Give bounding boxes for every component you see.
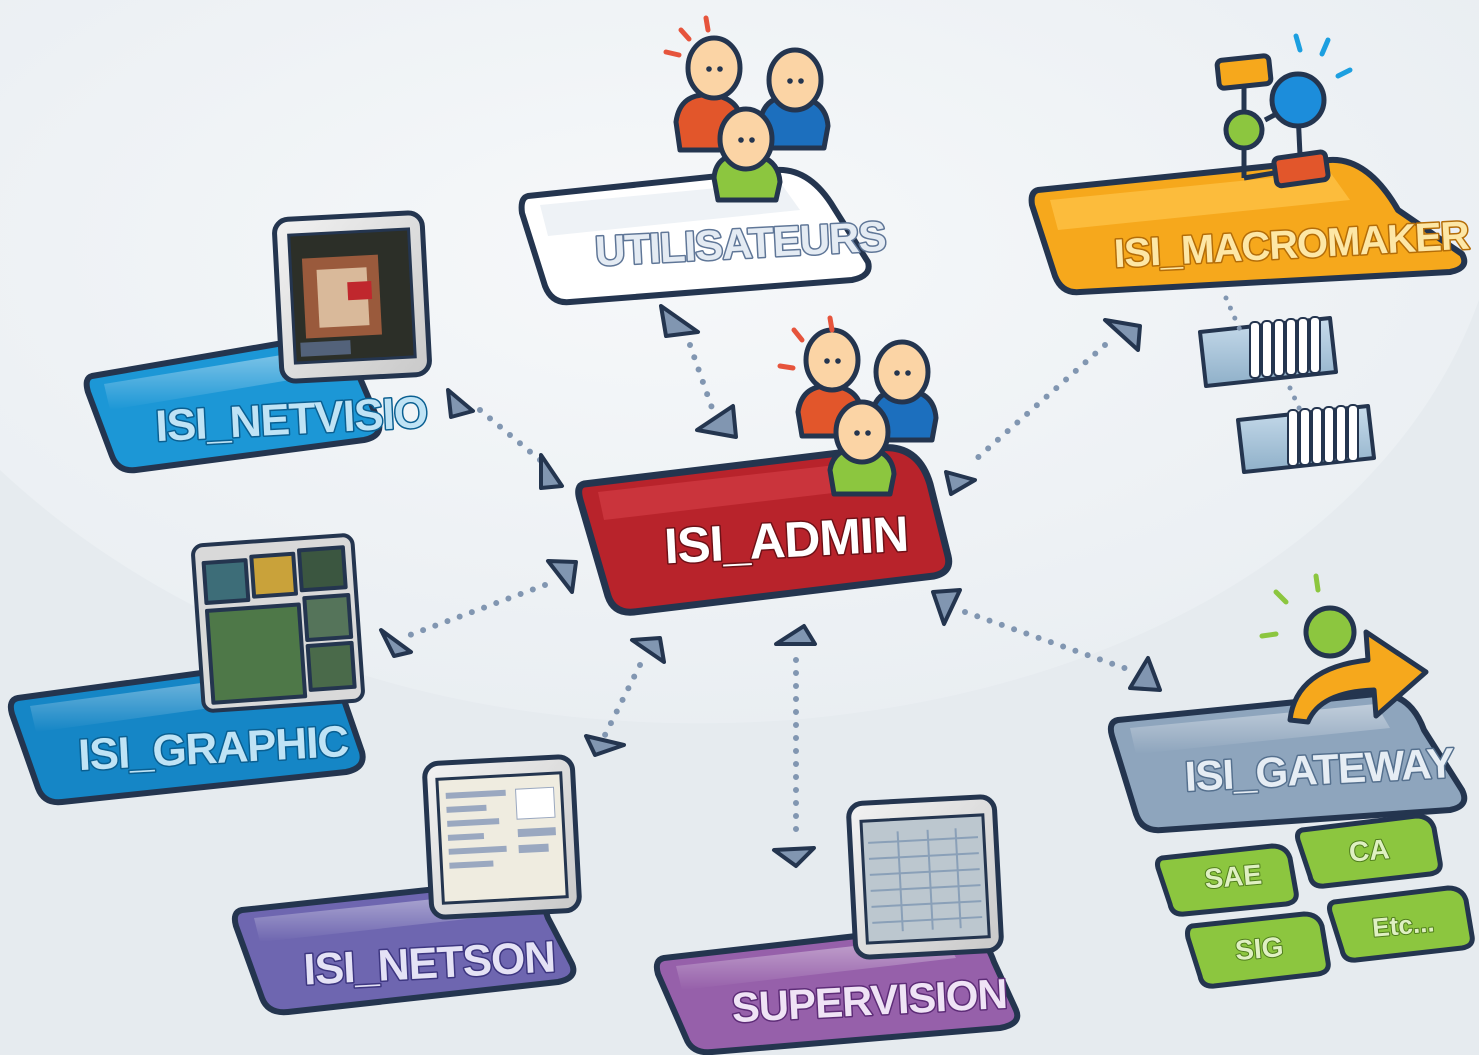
- arrowhead: [379, 628, 413, 658]
- protocol-tile-etc: Etc...: [1327, 885, 1475, 963]
- rack-connectors: [1223, 295, 1303, 413]
- arrowhead: [659, 304, 700, 338]
- node-supervision[interactable]: SUPERVISION: [653, 794, 1021, 1055]
- arrowhead: [1103, 318, 1142, 352]
- spark-marks: [777, 315, 835, 371]
- arrowhead: [931, 588, 962, 626]
- connectors: [407, 342, 1133, 843]
- node-macromaker[interactable]: ISI_MACROMAKER: [1028, 33, 1472, 474]
- arrowhead: [772, 846, 816, 868]
- node-graphic[interactable]: ISI_GRAPHIC: [7, 533, 366, 806]
- form-screen-icon: [422, 754, 582, 920]
- image-grid-icon: [191, 533, 365, 713]
- node-gateway[interactable]: ISI_GATEWAY SAE CA SIG Etc...: [1107, 573, 1475, 989]
- arrowhead: [944, 470, 977, 496]
- protocol-sig-label: SIG: [1234, 931, 1285, 966]
- users-group-icon: [795, 327, 939, 497]
- arrowhead: [1128, 656, 1162, 692]
- flowchart-icon: [1214, 53, 1331, 189]
- users-group-icon: [673, 35, 831, 203]
- protocol-ca-label: CA: [1348, 833, 1391, 867]
- connector-macromaker: [972, 342, 1108, 463]
- protocol-sae-label: SAE: [1203, 859, 1263, 895]
- users-eyes: [706, 66, 804, 143]
- forward-arrow-icon: [1287, 605, 1429, 725]
- spark-marks: [1293, 33, 1353, 79]
- node-netson[interactable]: ISI_NETSON: [231, 754, 582, 1016]
- node-admin[interactable]: ISI_ADMIN: [575, 315, 953, 616]
- arrowhead: [695, 404, 738, 439]
- protocol-etc-label: Etc...: [1371, 907, 1436, 942]
- node-utilisateurs[interactable]: UTILISATEURS: [518, 15, 888, 306]
- connector-netvisio: [477, 407, 543, 463]
- arrowhead: [446, 388, 475, 419]
- arrowhead: [546, 559, 578, 594]
- arrowhead: [539, 453, 564, 490]
- node-graphic-label: ISI_GRAPHIC: [77, 717, 350, 780]
- spark-marks: [663, 15, 711, 58]
- spark-marks: [1259, 573, 1321, 639]
- node-netvisio-shine: [104, 350, 326, 410]
- node-gateway-shine: [1130, 704, 1390, 754]
- users-eyes: [824, 358, 911, 436]
- connector-arrowheads: [379, 304, 1162, 868]
- arrowhead: [774, 624, 817, 646]
- connector-netson: [602, 662, 643, 738]
- node-admin-label: ISI_ADMIN: [663, 506, 909, 575]
- protocol-tile-ca: CA: [1295, 813, 1443, 889]
- node-admin-shine: [598, 460, 892, 520]
- connector-gateway: [962, 609, 1133, 673]
- connector-graphic: [407, 582, 548, 638]
- arrowhead: [630, 636, 666, 664]
- protocol-tile-sae: SAE: [1155, 843, 1299, 917]
- arrowhead: [584, 734, 626, 757]
- server-rack-slots: [1249, 316, 1359, 467]
- table-screen-icon: [846, 794, 1004, 960]
- protocol-tile-sig: SIG: [1185, 911, 1331, 989]
- connector-utilisateurs: [687, 342, 715, 411]
- node-macromaker-shine: [1050, 172, 1350, 230]
- video-screen-icon: [272, 210, 432, 384]
